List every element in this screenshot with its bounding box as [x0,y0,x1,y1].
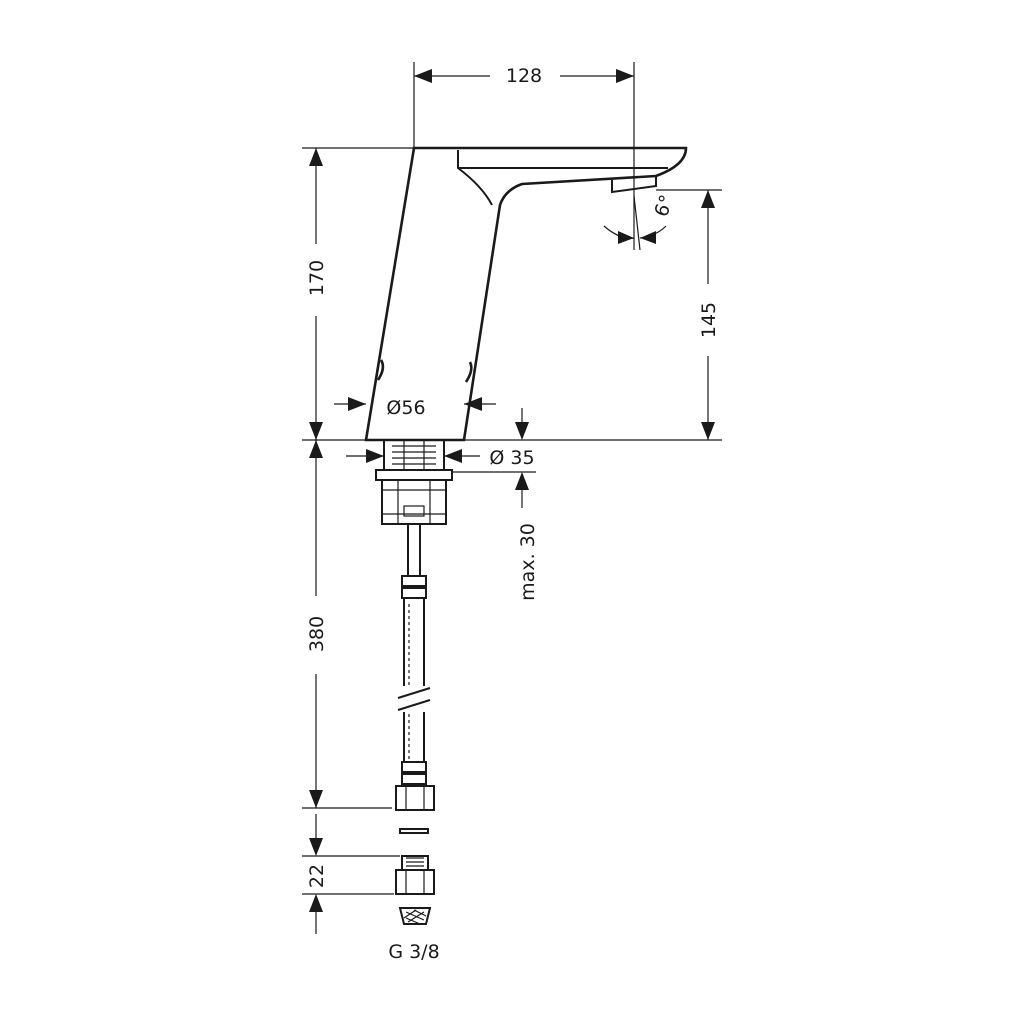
dim-145-label: 145 [698,302,720,338]
dim-spray-angle: 6° [603,192,678,251]
dim-hose-length: 380 [302,440,392,809]
dim-max30-label: max. 30 [517,523,539,601]
dim-spout-reach: 128 [413,62,635,250]
dim-total-height: 170 [302,147,414,440]
connector-parts [395,828,435,925]
dim-380-label: 380 [306,616,328,652]
dim-6deg-label: 6° [650,192,678,220]
seal-washer [399,828,429,834]
sensor-left-mark [376,359,385,381]
dim-outlet-height: 145 [656,189,722,440]
supply-hose [395,524,435,811]
thread-size-label: G 3/8 [388,941,439,963]
dim-connector-length: 22 [302,814,400,934]
filter-screen [398,907,432,925]
dim-max-deck: max. 30 [452,408,539,601]
mounting-shank [375,439,453,525]
dim-22-label: 22 [306,864,328,888]
dim-56-label: Ø56 [386,397,425,419]
dim-shank-diameter: Ø 35 [346,447,535,469]
dim-170-label: 170 [306,260,328,296]
faucet-body [364,146,688,442]
dim-body-diameter: Ø56 [334,397,496,419]
dim-128-label: 128 [506,65,542,87]
dim-35-label: Ø 35 [489,447,534,469]
sensor-right-mark [464,361,473,383]
